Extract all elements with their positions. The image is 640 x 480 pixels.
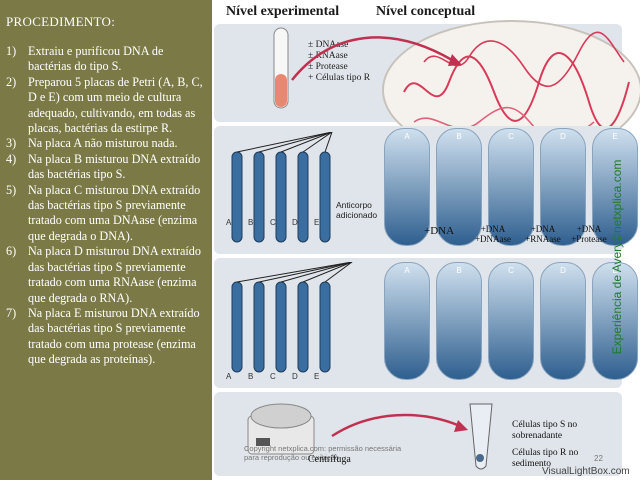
sediment-label: Células tipo R no sedimento [512, 448, 579, 469]
page-number: 22 [594, 454, 603, 463]
procedure-step: 3)Na placa A não misturou nada. [6, 136, 178, 151]
petri-plate: D [540, 128, 586, 246]
tube-letter: B [248, 372, 254, 381]
condition-d: +DNA+RNAase [525, 224, 561, 244]
procedure-step: 7)Na placa E misturou DNA extraído das b… [6, 305, 200, 367]
tube-letter: B [248, 218, 254, 227]
petri-plate: C [488, 128, 534, 246]
copyright-notice: Copyright netxplica.com: permissão neces… [244, 444, 402, 462]
tube-letter: D [292, 372, 298, 381]
tube-letter: E [314, 218, 320, 227]
petri-plate: A [384, 128, 430, 246]
condition-c: +DNA+DNAase [474, 224, 512, 244]
antibody-label: Anticorpo adicionado [336, 200, 378, 220]
header-conceptual: Nível conceptual [376, 4, 476, 19]
procedure-step: 4)Na placa B misturou DNA extraído das b… [6, 151, 201, 182]
centrifuge-tube-icon [469, 403, 493, 470]
procedure-step: 2)Preparou 5 placas de Petri (A, B, C, D… [6, 74, 203, 136]
procedure-steps: 1)Extraiu e purificou DNA de bactérias d… [6, 44, 206, 368]
condition-b: +DNA [424, 225, 455, 237]
plates-row-2: A B C D E [384, 262, 638, 380]
tube-letter: A [226, 372, 232, 381]
procedure-step: 5)Na placa C misturou DNA extraído das b… [6, 182, 201, 243]
procedure-panel: PROCEDIMENTO: 1)Extraiu e purificou DNA … [0, 0, 212, 480]
procedure-step: 6)Na placa D misturou DNA extraído das b… [6, 244, 201, 305]
test-tube-icon [273, 27, 289, 109]
petri-plate: A [384, 262, 430, 380]
tube-letter: E [314, 372, 320, 381]
petri-plate: B [436, 128, 482, 246]
tube-rack-2 [231, 262, 353, 373]
tube-rack-1 [231, 132, 333, 243]
side-label: Experiência de Avery©netxplica.com [610, 159, 624, 355]
petri-plate: C [488, 262, 534, 380]
petri-plate: B [436, 262, 482, 380]
tube-letter: C [270, 218, 276, 227]
plates-row-1: A B C D E [384, 128, 638, 246]
arrow-icon [291, 36, 462, 81]
petri-plate: E [592, 128, 638, 246]
enzyme-list: ± DNAase ± RNAase ± Protease + Células t… [308, 40, 371, 83]
watermark: VisualLightBox.com [542, 466, 630, 477]
petri-plate: D [540, 262, 586, 380]
centrifuge-icon [247, 403, 315, 455]
header-experimental: Nível experimental [226, 4, 340, 19]
avery-figure: Nível experimental Nível conceptual ± DN… [212, 0, 640, 480]
condition-e: +DNA+Protease [571, 224, 607, 244]
tube-letter: C [270, 372, 276, 381]
petri-plate: E [592, 262, 638, 380]
arrow-icon [331, 413, 468, 438]
tube-letter: D [292, 218, 298, 227]
procedure-title: PROCEDIMENTO: [6, 14, 116, 29]
supernatant-label: Células tipo S no sobrenadante [512, 420, 578, 441]
centrifuge-label: Centrífuga [308, 454, 351, 465]
procedure-step: 1)Extraiu e purificou DNA de bactérias d… [6, 44, 164, 74]
tube-letter: A [226, 218, 232, 227]
